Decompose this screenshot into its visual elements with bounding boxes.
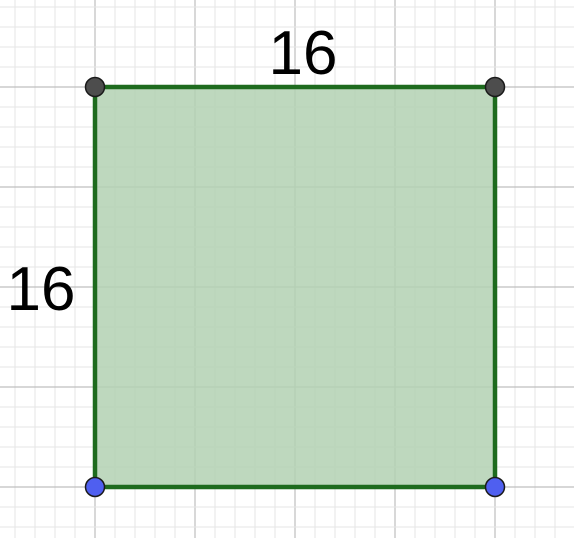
vertex-bottom-right[interactable] <box>484 476 506 498</box>
left-side-length-label: 16 <box>7 255 76 324</box>
vertex-top-left[interactable] <box>84 76 106 98</box>
square-shape[interactable] <box>92 84 498 490</box>
top-side-length-label: 16 <box>269 19 338 88</box>
vertex-bottom-left[interactable] <box>84 476 106 498</box>
vertex-top-right[interactable] <box>484 76 506 98</box>
vertex-points <box>84 76 506 498</box>
